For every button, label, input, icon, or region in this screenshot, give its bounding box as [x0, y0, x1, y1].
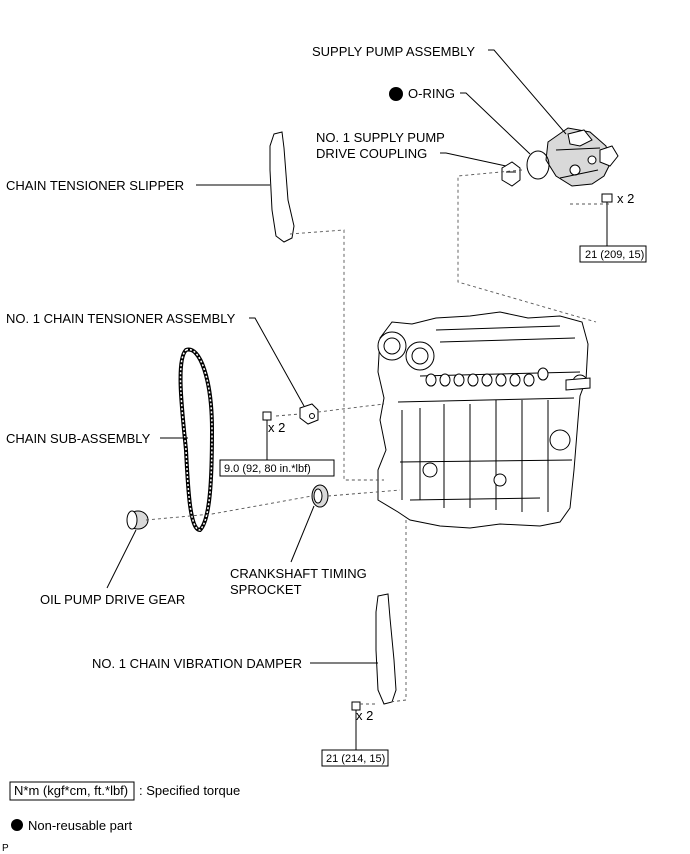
- supply-pump-assembly-part: [545, 127, 619, 187]
- label-vibration-damper: NO. 1 CHAIN VIBRATION DAMPER: [92, 656, 302, 671]
- qty-tensioner-bolts: x 2: [268, 420, 285, 435]
- torque-tensioner: 9.0 (92, 80 in.*lbf): [224, 463, 311, 475]
- label-crank-line1: CRANKSHAFT TIMING: [230, 566, 367, 581]
- qty-damper-bolts: x 2: [356, 708, 373, 723]
- legend-torque-units: N*m (kgf*cm, ft.*lbf): [14, 783, 128, 798]
- torque-damper: 21 (214, 15): [326, 753, 385, 765]
- label-supply-pump-assembly: SUPPLY PUMP ASSEMBLY: [312, 44, 475, 59]
- label-crank-line2: SPROCKET: [230, 582, 302, 597]
- chain-part: [178, 347, 215, 533]
- pump-bolt-part: [601, 193, 613, 208]
- chain-vibration-damper-part: [375, 593, 397, 705]
- label-chain-tensioner-slipper: CHAIN TENSIONER SLIPPER: [6, 178, 184, 193]
- crankshaft-timing-sprocket-part: [311, 484, 329, 508]
- legend-non-reusable-desc: Non-reusable part: [28, 818, 132, 833]
- label-coupling-line1: NO. 1 SUPPLY PUMP: [316, 130, 445, 145]
- label-oil-pump-drive-gear: OIL PUMP DRIVE GEAR: [40, 592, 185, 607]
- non-reusable-marker-icon: [389, 87, 403, 101]
- legend-torque-desc: : Specified torque: [139, 783, 240, 798]
- torque-box-pump: [579, 245, 647, 263]
- tensioner-bolt-part: [262, 411, 272, 426]
- chain-tensioner-assembly-part: [299, 403, 319, 425]
- chain-tensioner-slipper-part: [269, 131, 295, 243]
- label-coupling-line2: DRIVE COUPLING: [316, 146, 427, 161]
- drive-coupling-part: [501, 161, 521, 187]
- engine-block: [377, 311, 591, 529]
- legend-torque-box: [9, 781, 135, 801]
- torque-box-damper: [321, 749, 389, 767]
- oil-pump-drive-gear-part: [126, 510, 149, 530]
- label-chain-tensioner-assembly: NO. 1 CHAIN TENSIONER ASSEMBLY: [6, 311, 236, 326]
- qty-pump-bolts: x 2: [617, 191, 634, 206]
- o-ring-part: [526, 150, 550, 180]
- torque-pump: 21 (209, 15): [585, 249, 644, 261]
- damper-bolt-part: [351, 701, 361, 716]
- assembly-guide-lines: [145, 169, 610, 705]
- label-o-ring: O-RING: [408, 86, 455, 101]
- legend-non-reusable-icon: [11, 819, 23, 831]
- footer-code: P: [2, 843, 9, 854]
- leader-lines: [106, 49, 608, 750]
- label-chain-sub-assembly: CHAIN SUB-ASSEMBLY: [6, 431, 151, 446]
- torque-box-tensioner: [219, 459, 335, 477]
